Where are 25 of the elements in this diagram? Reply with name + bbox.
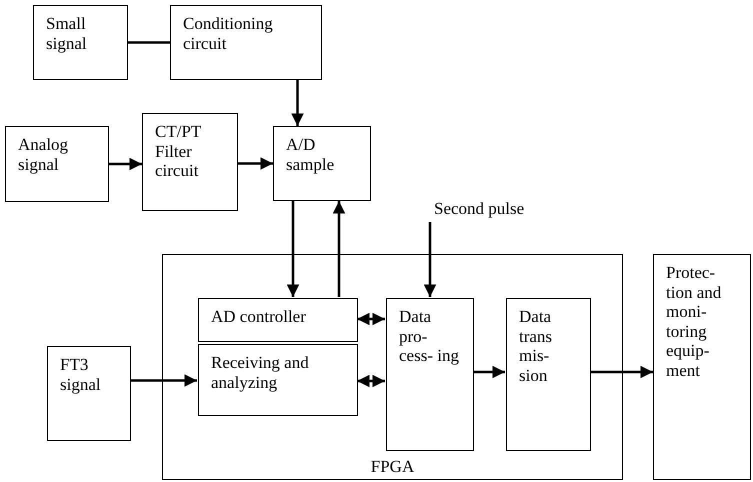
process-box: Receiving and analyzing [198,344,358,416]
process-box: Conditioning circuit [170,5,322,80]
arrow [424,222,436,297]
arrow [357,312,385,326]
arrow [131,374,197,387]
fpga-block: FPGA AD controller Receiving and analyzing Data pro- cess- ing Data trans mis- sion [162,254,623,480]
process-box: Analog signal [5,126,109,202]
arrow [109,158,142,170]
arrow [332,201,346,297]
arrow [590,366,653,378]
process-box: Data trans mis- sion [506,298,591,451]
process-box: AD controller [198,298,358,342]
process-box: FT3 signal [47,346,131,441]
signal-label: Second pulse [426,199,544,222]
arrow [286,201,300,297]
process-box: Small signal [33,5,128,80]
process-box: CT/PT Filter circuit [142,113,238,211]
arrow [291,80,304,126]
arrow [473,366,505,378]
connector-line [128,41,170,44]
process-box: Data pro- cess- ing [386,298,474,451]
arrow [238,157,273,170]
process-box: A/D sample [273,126,371,201]
process-box: Protec- tion and moni- toring equip- ment [653,254,751,480]
arrow [357,374,385,388]
